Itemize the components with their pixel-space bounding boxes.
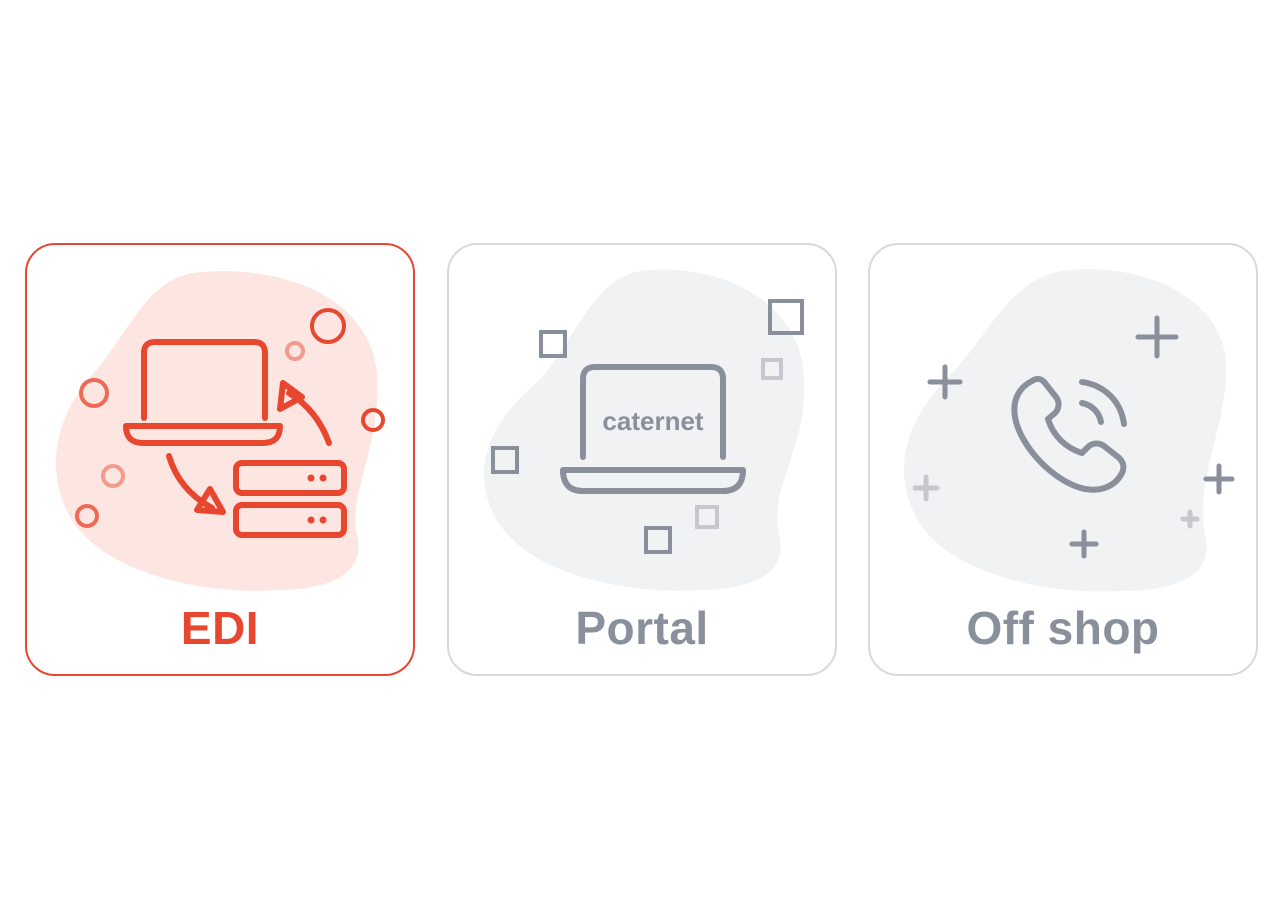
square-deco-icon: [539, 330, 567, 358]
option-label-offshop: Off shop: [966, 602, 1160, 654]
plus-deco-icon: [912, 474, 1200, 529]
server-led-icon: [307, 474, 327, 524]
square-deco-icon: [768, 299, 804, 335]
bubble-icon: [361, 408, 385, 432]
square-deco-icon: [491, 446, 519, 474]
edi-illustration: [55, 271, 385, 591]
bubble-icon: [310, 308, 346, 344]
offshop-illustration: [903, 269, 1235, 592]
edi-blob: [55, 271, 378, 591]
option-label-portal: Portal: [575, 602, 709, 654]
plus-deco-icon: [927, 315, 1235, 559]
square-deco-icon: [761, 358, 783, 380]
bubble-icon: [285, 341, 305, 361]
sync-arrow-icon: [166, 380, 332, 515]
laptop-icon: [123, 339, 283, 446]
bubble-icon: [75, 504, 99, 528]
phone-call-icon: [1011, 375, 1127, 493]
bubble-icon: [101, 464, 125, 488]
laptop-icon: [560, 364, 746, 494]
option-card-offshop[interactable]: Off shop: [868, 243, 1258, 676]
bubble-icon: [79, 378, 109, 408]
offshop-blob: [903, 269, 1227, 592]
server-icon: [233, 460, 347, 538]
option-card-portal[interactable]: caternet Portal: [447, 243, 837, 676]
laptop-screen-text: caternet: [602, 406, 703, 436]
option-card-edi[interactable]: EDI: [25, 243, 415, 676]
portal-illustration: caternet: [483, 269, 805, 591]
square-deco-icon: [695, 505, 719, 529]
square-deco-icon: [644, 526, 672, 554]
option-label-edi: EDI: [180, 602, 260, 654]
